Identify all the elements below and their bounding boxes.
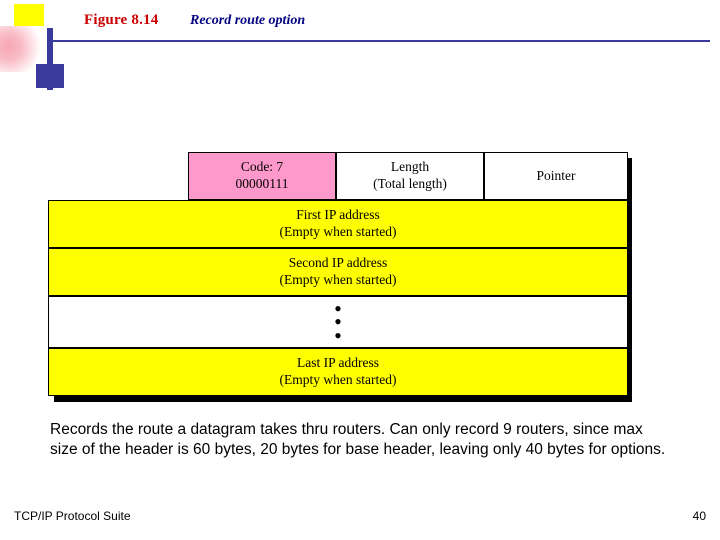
last-ip-field-line2: (Empty when started) xyxy=(279,372,397,387)
length-field-line1: Length xyxy=(390,159,430,175)
length-field: Length (Total length) xyxy=(336,152,484,200)
ellipsis-dot-2: • xyxy=(334,309,342,335)
first-ip-field-line2: (Empty when started) xyxy=(279,224,397,239)
first-ip-field-line1: First IP address xyxy=(296,207,380,223)
code-field: Code: 7 00000111 xyxy=(188,152,336,200)
logo-vertical-bar xyxy=(47,28,53,90)
ellipsis-field: • • • xyxy=(48,296,628,348)
last-ip-field-line1: Last IP address xyxy=(297,355,379,371)
ellipsis-dot-3: • xyxy=(334,322,342,348)
header-divider xyxy=(50,40,710,42)
logo-blue-square xyxy=(36,64,64,88)
footer-book-title: TCP/IP Protocol Suite xyxy=(14,509,131,523)
figure-label: Figure 8.14 xyxy=(84,12,159,28)
record-route-option-diagram: Code: 7 00000111 Length (Total length) P… xyxy=(48,152,632,402)
footer-page-number: 40 xyxy=(692,509,706,523)
description-paragraph: Records the route a datagram takes thru … xyxy=(50,421,666,459)
pointer-field: Pointer xyxy=(484,152,628,200)
code-field-line2: 00000111 xyxy=(235,176,289,191)
second-ip-field-line1: Second IP address xyxy=(288,255,388,271)
code-field-line1: Code: 7 xyxy=(240,159,284,175)
last-ip-field: Last IP address (Empty when started) xyxy=(48,348,628,396)
first-ip-field: First IP address (Empty when started) xyxy=(48,200,628,248)
pointer-field-line1: Pointer xyxy=(536,167,576,183)
slide-logo xyxy=(0,0,90,95)
length-field-line2: (Total length) xyxy=(373,176,447,191)
page-title: Record route option xyxy=(190,13,306,28)
second-ip-field-line2: (Empty when started) xyxy=(279,272,397,287)
second-ip-field: Second IP address (Empty when started) xyxy=(48,248,628,296)
ellipsis-dot-1: • xyxy=(334,295,342,321)
